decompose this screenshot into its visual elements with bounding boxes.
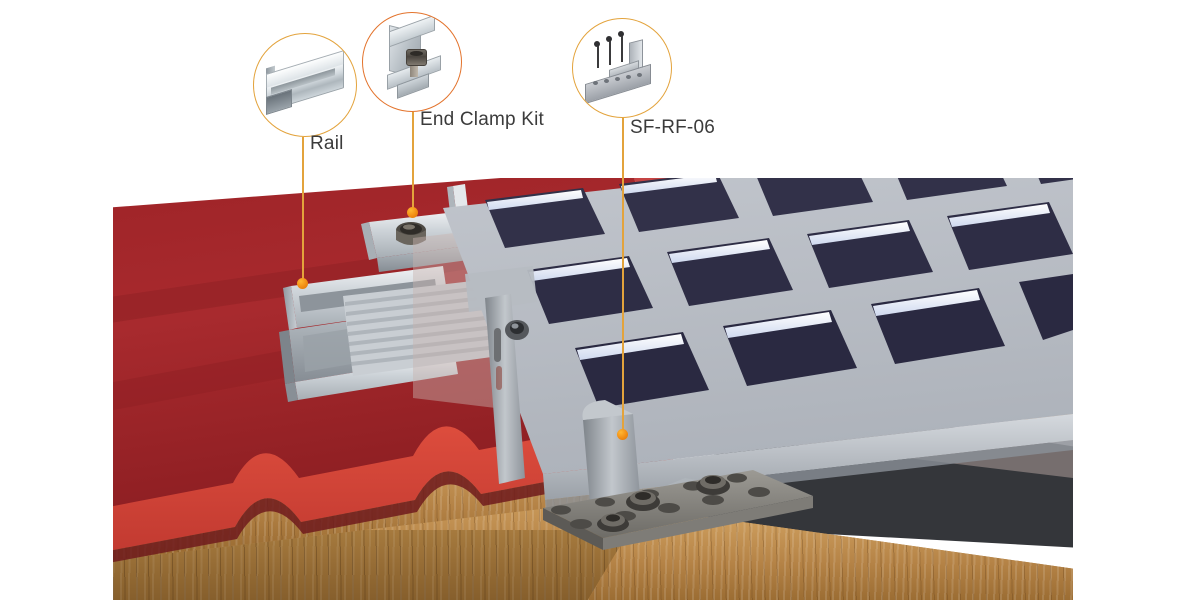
leader-dot-sf-rf-06 bbox=[617, 429, 628, 440]
callout-circle-end-clamp[interactable] bbox=[362, 12, 462, 112]
leader-line-sf-rf-06 bbox=[622, 118, 624, 434]
callout-circle-rail[interactable] bbox=[253, 33, 357, 137]
assembly-vector-layer bbox=[113, 178, 1073, 563]
callout-circle-sf-rf-06[interactable] bbox=[572, 18, 672, 118]
leader-dot-end-clamp bbox=[407, 207, 418, 218]
callout-label-rail: Rail bbox=[310, 133, 344, 154]
roof-assembly-render bbox=[113, 178, 1073, 600]
callout-label-sf-rf-06: SF-RF-06 bbox=[630, 117, 715, 138]
callout-label-end-clamp: End Clamp Kit bbox=[420, 109, 545, 130]
leader-line-end-clamp bbox=[412, 112, 414, 212]
leader-dot-rail bbox=[297, 278, 308, 289]
end-clamp-icon bbox=[363, 13, 461, 111]
rail-profile-icon bbox=[254, 34, 356, 136]
leader-line-rail bbox=[302, 137, 304, 283]
roof-hook-icon bbox=[573, 19, 671, 117]
